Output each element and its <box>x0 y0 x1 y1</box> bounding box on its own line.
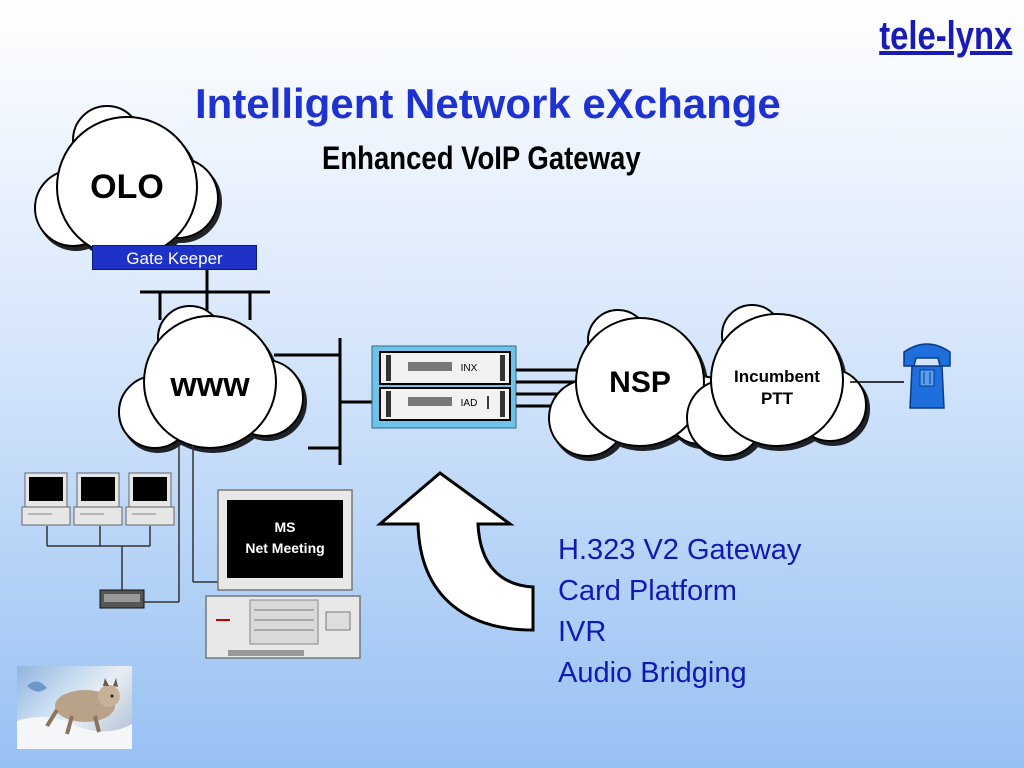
net-meeting-label: Net Meeting <box>245 540 324 556</box>
feature-list: H.323 V2 Gateway Card Platform IVR Audio… <box>558 530 801 694</box>
feature-item: IVR <box>558 616 607 648</box>
olo-cloud: OLO <box>34 105 219 258</box>
www-bus-links <box>274 338 372 465</box>
workstation-1 <box>21 472 71 526</box>
feature-item: H.323 V2 Gateway <box>558 534 802 566</box>
workstation-3 <box>125 472 175 526</box>
lynx-photo <box>17 666 132 749</box>
workstation-2 <box>73 472 123 526</box>
www-label: www <box>169 366 250 404</box>
feature-item: Audio Bridging <box>558 657 747 689</box>
nsp-cloud: NSP <box>548 309 735 457</box>
brand-logo-text: tele-lynx <box>878 14 1012 58</box>
lan-links <box>46 446 220 603</box>
router-icon <box>99 589 145 609</box>
page-title: Intelligent Network eXchange <box>195 80 781 127</box>
ms-label: MS <box>275 519 296 535</box>
nsp-label: NSP <box>609 366 671 399</box>
incumbent-cloud: Incumbent PTT <box>686 304 867 457</box>
gate-keeper-label: Gate Keeper <box>92 245 257 270</box>
iad-label: IAD <box>461 398 478 409</box>
feature-item: Card Platform <box>558 575 737 607</box>
olo-label: OLO <box>90 168 164 206</box>
gateway-rack: INX IAD <box>371 345 517 429</box>
www-cloud: www <box>118 305 304 449</box>
incumbent-label: Incumbent <box>734 367 820 386</box>
inx-label: INX <box>461 363 478 374</box>
telephone-icon <box>903 343 951 409</box>
page-subtitle: Enhanced VoIP Gateway <box>322 140 641 176</box>
ptt-label: PTT <box>761 389 794 408</box>
curved-arrow-icon <box>375 471 535 632</box>
net-meeting-computer: MS Net Meeting <box>205 489 361 659</box>
